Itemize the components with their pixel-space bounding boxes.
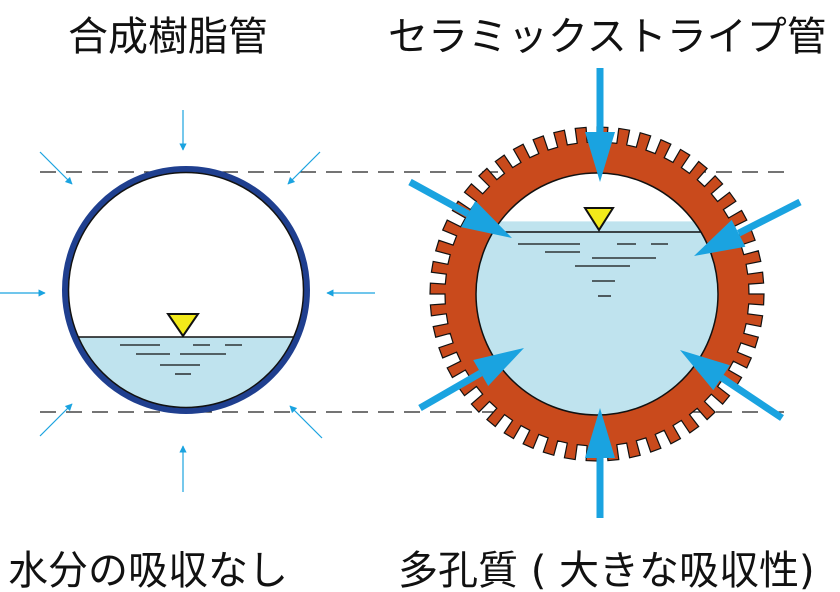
ceramic-pipe-title: セラミックストライプ管	[388, 14, 827, 60]
ceramic-pressure-arrows	[408, 68, 802, 518]
resin-water-ripples	[120, 344, 242, 375]
ceramic-pipe-caption: 多孔質 ( 大きな吸収性)	[398, 548, 815, 592]
pressure-arrow-head	[680, 350, 730, 391]
resin-pressure-arrows	[0, 110, 375, 492]
pressure-arrow-head	[694, 219, 746, 256]
ceramic-pipe-water	[476, 221, 718, 415]
resin-pipe-title: 合成樹脂管	[68, 14, 268, 60]
pressure-arrow-head	[585, 132, 615, 182]
resin-pipe	[0, 110, 375, 492]
pressure-arrow-head	[461, 200, 512, 238]
pressure-arrow-head	[585, 408, 615, 458]
ceramic-pipe	[408, 68, 802, 518]
resin-pipe-wall	[62, 166, 310, 414]
pressure-arrow-shaft	[418, 369, 483, 412]
ceramic-water-level-marker	[583, 207, 615, 232]
pressure-arrow-shaft	[737, 198, 802, 237]
ceramic-water-ripples	[518, 243, 668, 297]
resin-water-level-marker	[166, 313, 200, 338]
resin-pipe-caption: 水分の吸収なし	[8, 548, 288, 592]
pressure-arrow-head	[473, 348, 524, 386]
pressure-arrow-shaft	[408, 178, 470, 217]
pressure-arrow-shaft	[719, 374, 784, 421]
